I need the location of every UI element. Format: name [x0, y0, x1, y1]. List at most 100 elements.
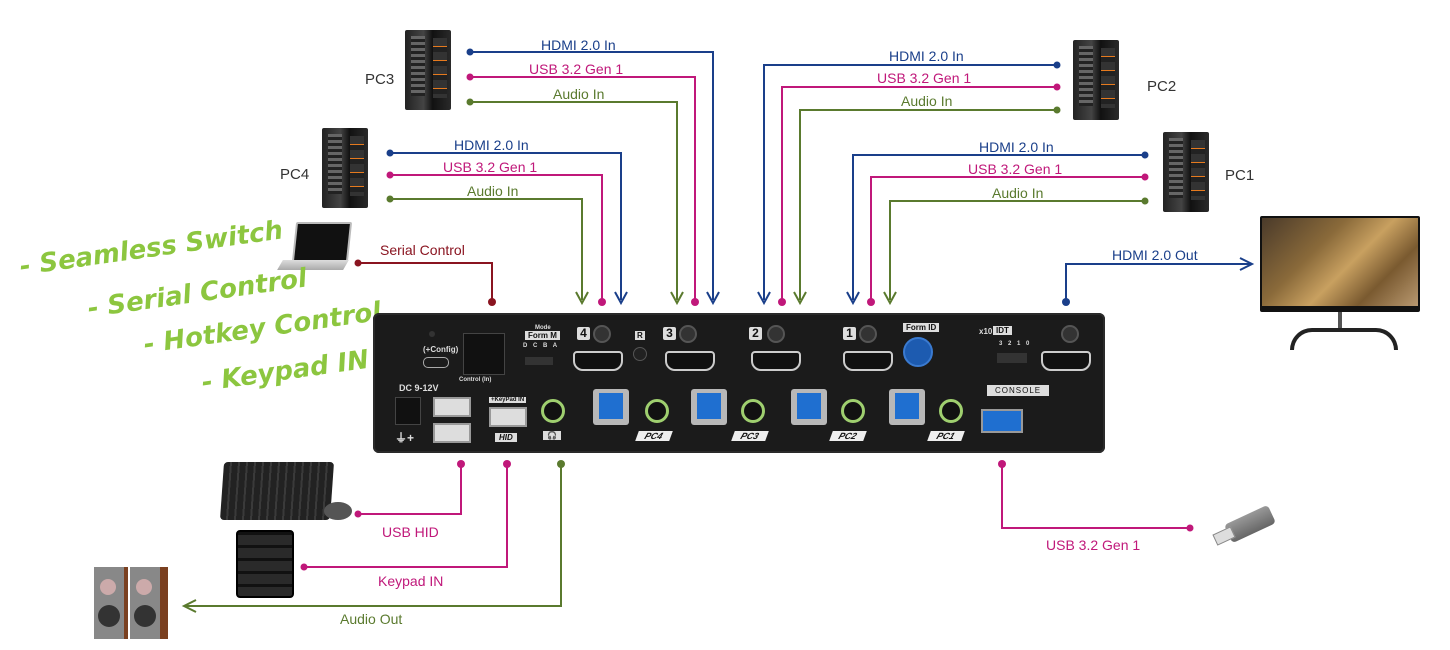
- wire-pc3-hdmi: [470, 51, 714, 300]
- reset-button[interactable]: [633, 347, 647, 361]
- wire-pc4-audio: [390, 198, 583, 300]
- console-usb-port[interactable]: [981, 409, 1023, 433]
- pc4-usb-port[interactable]: [593, 389, 629, 425]
- wire-pc1-hdmi: [852, 154, 1145, 300]
- pc3-label: PC3: [365, 71, 395, 88]
- pc3-hdmi-port[interactable]: [665, 351, 715, 371]
- pc1-tower-icon: [1163, 132, 1209, 212]
- id-dip-switch[interactable]: [997, 353, 1027, 363]
- pc1-usb-port[interactable]: [889, 389, 925, 425]
- config-label: (+Config): [423, 345, 459, 354]
- screw: [1061, 325, 1079, 343]
- pc3-audio-jack[interactable]: [741, 399, 765, 423]
- pc1-usb-label: USB 3.2 Gen 1: [968, 161, 1063, 177]
- usb-keypad-port[interactable]: [489, 407, 527, 427]
- wire-pc2-usb: [781, 86, 1057, 300]
- kvm-switch-rear-panel: DC 9-12V ⏚+ (+Config) Control (In) Mode …: [373, 313, 1105, 453]
- pc2-usb-label: USB 3.2 Gen 1: [877, 70, 972, 86]
- wire-pc2-hdmi: [763, 64, 1057, 300]
- dc-label: DC 9-12V: [399, 383, 439, 393]
- pc2-hdmi-port[interactable]: [751, 351, 801, 371]
- console-label: CONSOLE: [987, 385, 1050, 396]
- mode-dip-switch[interactable]: [525, 357, 553, 365]
- speakers-icon: [94, 565, 172, 645]
- keypad-label: Keypad IN: [378, 573, 444, 589]
- usb-storage-label: USB 3.2 Gen 1: [1046, 537, 1141, 553]
- reset-label: R: [635, 331, 645, 340]
- pc1-hdmi-port[interactable]: [843, 351, 893, 371]
- audio-out-jack[interactable]: [541, 399, 565, 423]
- pc3-hdmi-label: HDMI 2.0 In: [541, 37, 616, 53]
- form-m-label: Form M: [525, 331, 560, 340]
- pc4-hdmi-port[interactable]: [573, 351, 623, 371]
- screw: [679, 325, 697, 343]
- pc3-tower-icon: [405, 30, 451, 110]
- screw: [767, 325, 785, 343]
- wire-pc3-audio: [470, 101, 678, 300]
- wire-keypad: [304, 464, 508, 568]
- x10-label: x10: [979, 327, 993, 336]
- wire-pc4-hdmi: [390, 152, 622, 300]
- pc4-audio-jack[interactable]: [645, 399, 669, 423]
- control-label: Control (In): [459, 377, 492, 383]
- pc1-hdmi-label: HDMI 2.0 In: [979, 139, 1054, 155]
- pc4-badge: PC4: [635, 431, 673, 441]
- keypad-icon: [236, 530, 294, 598]
- pc3-badge: PC3: [731, 431, 769, 441]
- pc2-tower-icon: [1073, 40, 1119, 120]
- port-2-badge: 2: [749, 327, 762, 340]
- screw: [859, 325, 877, 343]
- serial-control-label: Serial Control: [380, 242, 465, 258]
- pc3-audio-label: Audio In: [553, 86, 605, 102]
- pc2-hdmi-label: HDMI 2.0 In: [889, 48, 964, 64]
- wire-pc3-usb: [470, 76, 696, 300]
- pc1-audio-jack[interactable]: [939, 399, 963, 423]
- pc1-badge: PC1: [927, 431, 965, 441]
- led-indicator: [429, 331, 435, 337]
- dip-labels: D C B A: [523, 343, 560, 349]
- idt-label: IDT: [993, 326, 1012, 335]
- pc2-usb-port[interactable]: [791, 389, 827, 425]
- usb-hid-port-1[interactable]: [433, 397, 471, 417]
- usb-hid-label: USB HID: [382, 524, 439, 540]
- pc2-label: PC2: [1147, 78, 1177, 95]
- pc2-audio-jack[interactable]: [841, 399, 865, 423]
- keyboard-mouse-icon: [219, 462, 358, 526]
- rj45-control-port[interactable]: [463, 333, 505, 375]
- mode-label: Mode: [535, 325, 551, 331]
- hid-label: HID: [495, 433, 517, 442]
- pc3-usb-port[interactable]: [691, 389, 727, 425]
- wire-pc2-audio: [799, 109, 1057, 300]
- form-id-label: Form ID: [903, 323, 940, 332]
- usb-hid-port-2[interactable]: [433, 423, 471, 443]
- pc4-tower-icon: [322, 128, 368, 208]
- port-3-badge: 3: [663, 327, 676, 340]
- pc3-usb-label: USB 3.2 Gen 1: [529, 61, 624, 77]
- pc2-badge: PC2: [829, 431, 867, 441]
- headphone-icon: 🎧: [543, 431, 561, 440]
- power-symbol-icon: ⏚+: [395, 431, 415, 445]
- wire-hdmi-out: [1065, 263, 1250, 302]
- port-4-badge: 4: [577, 327, 590, 340]
- audio-out-label: Audio Out: [340, 611, 403, 627]
- hdmi-out-label: HDMI 2.0 Out: [1112, 247, 1198, 263]
- wire-serial: [358, 262, 493, 302]
- keypad-in-label: +KeyPad IN: [489, 397, 527, 403]
- wire-audio-out: [185, 464, 562, 607]
- usb-flash-drive-icon: [1212, 504, 1276, 546]
- id-rotary-dial[interactable]: [903, 337, 933, 367]
- monitor-icon: [1260, 216, 1425, 350]
- dc-jack[interactable]: [395, 397, 421, 425]
- wire-pc1-audio: [889, 200, 1145, 300]
- wire-usb-storage: [1001, 464, 1190, 529]
- pc4-hdmi-label: HDMI 2.0 In: [454, 137, 529, 153]
- wire-pc4-usb: [390, 174, 603, 300]
- pc4-audio-label: Audio In: [467, 183, 519, 199]
- console-hdmi-out-port[interactable]: [1041, 351, 1091, 371]
- pc2-audio-label: Audio In: [901, 93, 953, 109]
- usb-c-config-port[interactable]: [423, 357, 449, 368]
- screw: [593, 325, 611, 343]
- wire-usb-hid: [358, 464, 462, 515]
- port-1-badge: 1: [843, 327, 856, 340]
